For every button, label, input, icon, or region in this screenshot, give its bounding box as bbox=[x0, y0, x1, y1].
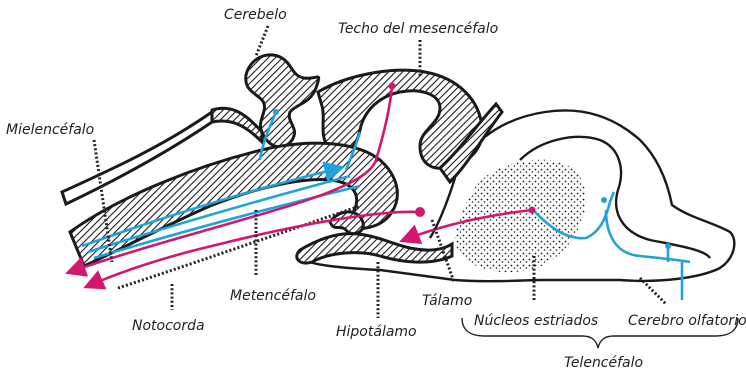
magenta-node-striatum bbox=[529, 207, 536, 214]
striatum bbox=[455, 160, 586, 272]
blue-node-striatum bbox=[601, 197, 607, 203]
label-talamo: Tálamo bbox=[422, 293, 472, 309]
label-telencefalo: Telencéfalo bbox=[564, 355, 643, 371]
leader-cerebelo bbox=[256, 26, 268, 56]
label-olfatorio: Cerebro olfatorio bbox=[628, 313, 746, 329]
label-techo: Techo del mesencéfalo bbox=[338, 21, 498, 37]
label-nucleos: Núcleos estriados bbox=[474, 313, 598, 329]
rhombencephalon-roof bbox=[212, 108, 262, 142]
magenta-node-thalamus bbox=[415, 207, 425, 217]
magenta-node-tectum bbox=[389, 83, 396, 90]
label-mielencefalo: Mielencéfalo bbox=[6, 122, 94, 138]
blue-node-cerebellum bbox=[273, 109, 279, 115]
hypothalamus bbox=[297, 234, 452, 263]
blue-node-olfactory bbox=[665, 243, 671, 249]
label-cerebelo: Cerebelo bbox=[224, 7, 287, 23]
label-hipotalamo: Hipotálamo bbox=[336, 324, 417, 340]
label-metencefalo: Metencéfalo bbox=[230, 288, 316, 304]
label-notocorda: Notocorda bbox=[132, 318, 205, 334]
